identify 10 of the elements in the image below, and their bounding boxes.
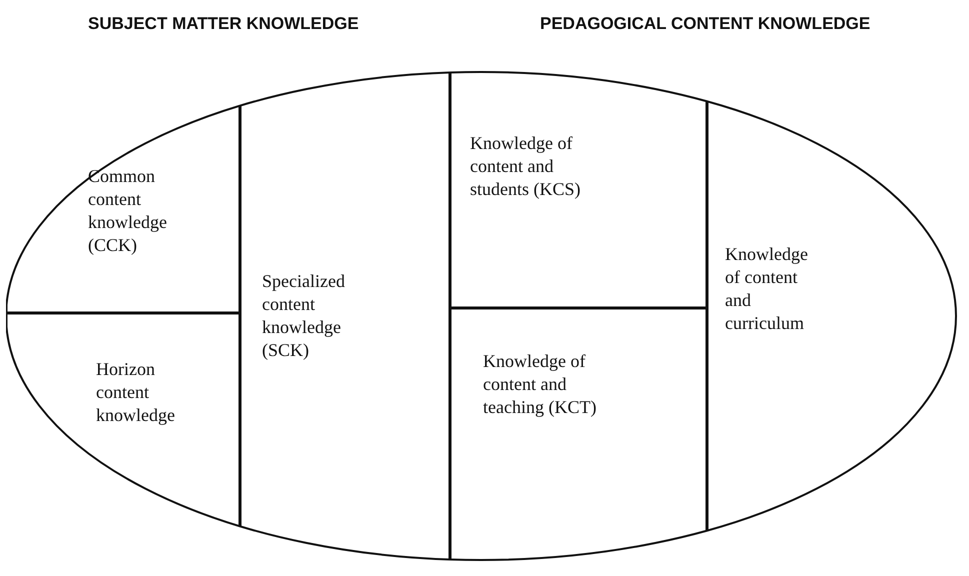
region-label: Knowledge of content and students (KCS) (470, 132, 582, 201)
region-label: Knowledge of content and curriculum (725, 243, 809, 335)
region-label: Specialized content knowledge (SCK) (262, 270, 346, 362)
region-label: Horizon content knowledge (96, 358, 176, 427)
section-heading: PEDAGOGICAL CONTENT KNOWLEDGE (540, 14, 870, 34)
diagram-region (450, 70, 707, 308)
diagram-region (450, 308, 707, 563)
section-heading: SUBJECT MATTER KNOWLEDGE (88, 14, 359, 34)
region-label: Common content knowledge (CCK) (88, 165, 168, 257)
region-label: Knowledge of content and teaching (KCT) (483, 350, 598, 419)
